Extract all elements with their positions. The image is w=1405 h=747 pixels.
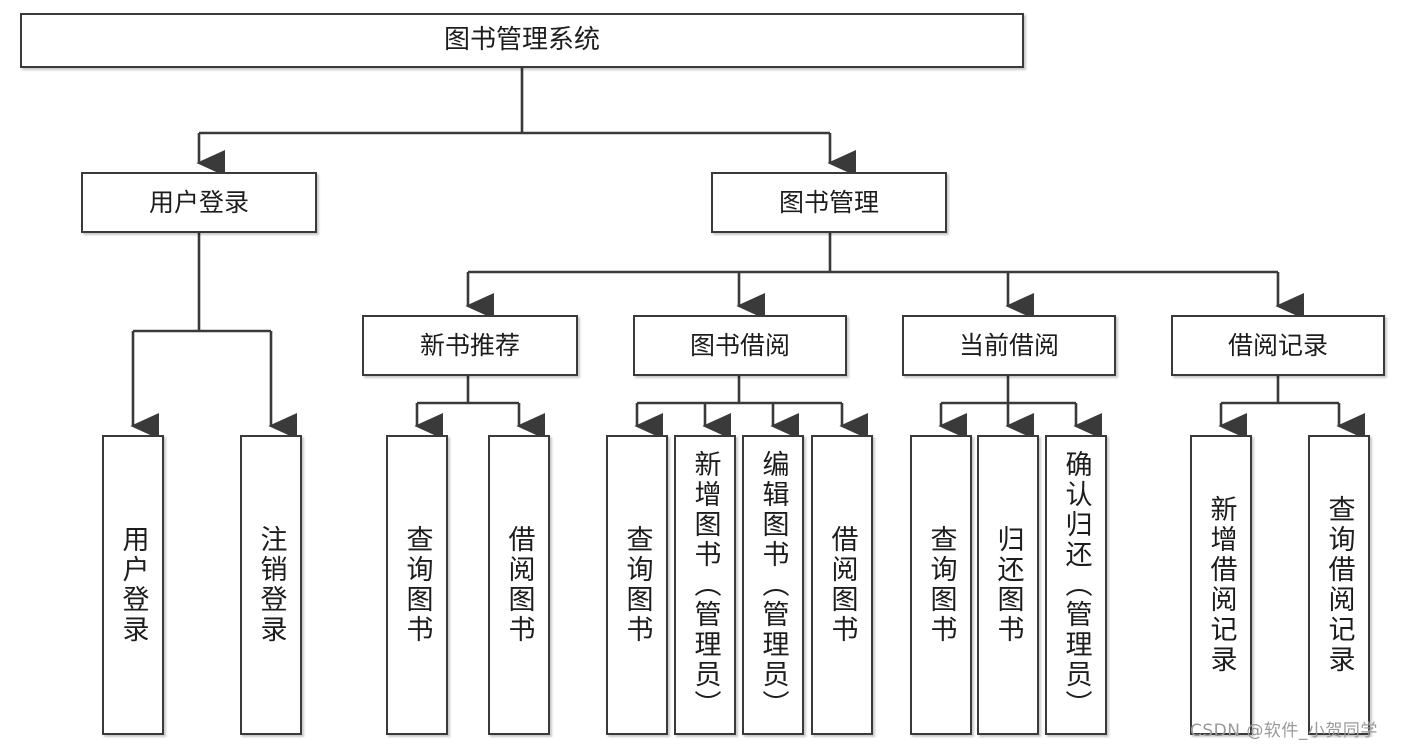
node-user-login[interactable]: 用户登录 [81, 172, 317, 233]
node-return-book[interactable]: 归还图书 [977, 435, 1039, 735]
node-add-record-label: 新增借阅记录 [1205, 495, 1237, 675]
node-current-borrow-label: 当前借阅 [958, 330, 1059, 360]
node-query-book-2-label: 查询图书 [621, 525, 653, 645]
node-root[interactable]: 图书管理系统 [20, 13, 1024, 68]
node-return-book-label: 归还图书 [992, 525, 1024, 645]
csdn-watermark: CSDN @软件_小贺同学 [1190, 721, 1378, 741]
node-borrow-record[interactable]: 借阅记录 [1171, 315, 1385, 376]
node-query-record[interactable]: 查询借阅记录 [1308, 435, 1370, 735]
node-query-book-2[interactable]: 查询图书 [606, 435, 668, 735]
node-login[interactable]: 用户登录 [102, 435, 164, 735]
node-root-label: 图书管理系统 [443, 24, 600, 55]
node-borrow-book-2[interactable]: 借阅图书 [811, 435, 873, 735]
node-book-manage[interactable]: 图书管理 [711, 172, 947, 233]
node-book-borrow[interactable]: 图书借阅 [633, 315, 847, 376]
node-query-book-1[interactable]: 查询图书 [386, 435, 448, 735]
node-edit-book-label: 编辑图书（管理员） [757, 450, 789, 720]
node-user-login-label: 用户登录 [148, 187, 249, 217]
node-login-label: 用户登录 [117, 525, 149, 645]
node-logout-label: 注销登录 [255, 525, 287, 645]
node-borrow-record-label: 借阅记录 [1227, 330, 1328, 360]
node-borrow-book-1[interactable]: 借阅图书 [488, 435, 550, 735]
node-book-borrow-label: 图书借阅 [689, 330, 790, 360]
node-query-book-3[interactable]: 查询图书 [910, 435, 972, 735]
node-borrow-book-2-label: 借阅图书 [826, 525, 858, 645]
node-confirm-return-label: 确认归还（管理员） [1060, 450, 1092, 720]
node-current-borrow[interactable]: 当前借阅 [902, 315, 1116, 376]
node-add-book[interactable]: 新增图书（管理员） [674, 435, 736, 735]
node-edit-book[interactable]: 编辑图书（管理员） [742, 435, 804, 735]
node-query-book-3-label: 查询图书 [925, 525, 957, 645]
node-query-record-label: 查询借阅记录 [1323, 495, 1355, 675]
node-query-book-1-label: 查询图书 [401, 525, 433, 645]
node-add-record[interactable]: 新增借阅记录 [1190, 435, 1252, 735]
node-new-book-recommend-label: 新书推荐 [419, 330, 520, 360]
node-new-book-recommend[interactable]: 新书推荐 [362, 315, 578, 376]
node-confirm-return[interactable]: 确认归还（管理员） [1045, 435, 1107, 735]
node-book-manage-label: 图书管理 [778, 187, 879, 217]
node-logout[interactable]: 注销登录 [240, 435, 302, 735]
node-borrow-book-1-label: 借阅图书 [503, 525, 535, 645]
node-add-book-label: 新增图书（管理员） [689, 450, 721, 720]
